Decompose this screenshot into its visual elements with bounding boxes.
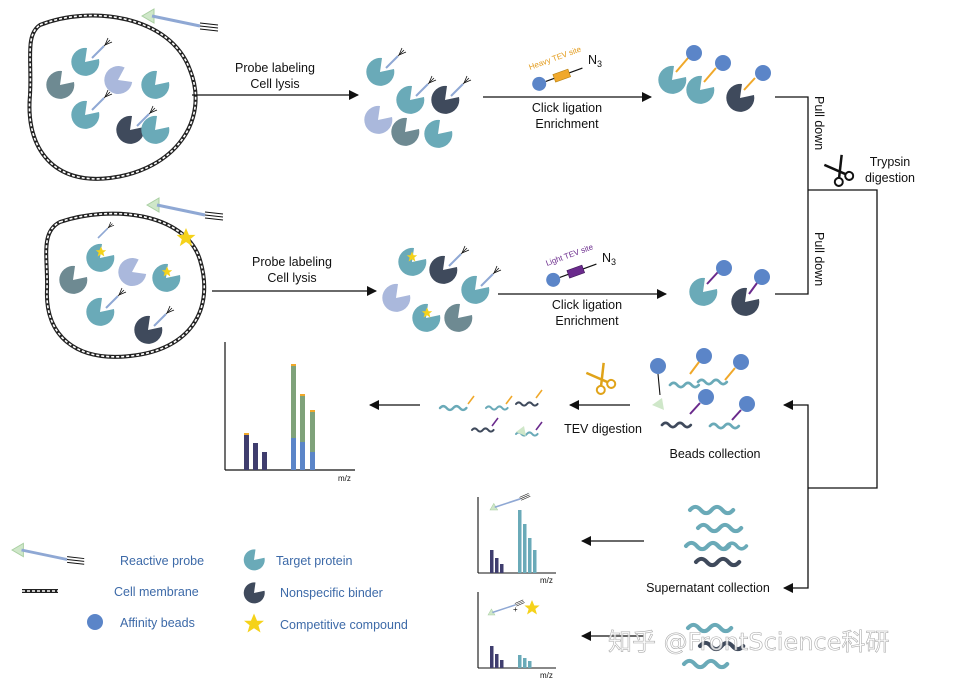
azide-light: N3 — [602, 251, 616, 267]
pull-down-label-top: Pull down — [812, 96, 826, 150]
legend-target-protein: Target protein — [276, 554, 352, 568]
step-beads-collection: Beads collection — [669, 447, 760, 461]
ms-plus-sign: + — [513, 605, 518, 614]
cell-bottom — [44, 211, 207, 359]
pull-down-label-bottom: Pull down — [812, 232, 826, 286]
step-supernatant-collection: Supernatant collection — [646, 581, 770, 595]
heavy-tev-site-label: Heavy TEV site — [528, 44, 583, 71]
step-digestion: digestion — [865, 171, 915, 185]
supernatant-peptides — [686, 507, 749, 565]
step-probe-labeling-bottom: Probe labeling — [252, 255, 332, 269]
enriched-bottom — [689, 260, 770, 316]
cell-top — [27, 13, 198, 181]
legend-target-protein-icon — [243, 549, 265, 571]
ms-axis-label-main: m/z — [338, 474, 351, 483]
azide-heavy: N3 — [588, 53, 602, 69]
heavy-tag — [532, 67, 583, 91]
legend-affinity-beads: Affinity beads — [120, 616, 195, 630]
legend-competitive-compound-icon — [244, 613, 264, 633]
legend-nonspecific-binder-icon — [243, 582, 265, 604]
ms-spectrum-competition — [477, 592, 556, 669]
legend-affinity-beads-icon — [87, 614, 103, 630]
scissors-icon-tev — [585, 361, 618, 397]
beads-collection-cluster — [650, 348, 755, 430]
step-probe-labeling-top: Probe labeling — [235, 61, 315, 75]
step-cell-lysis-top: Cell lysis — [250, 77, 299, 91]
legend-reactive-probe-icon — [10, 541, 86, 566]
step-tev-digestion: TEV digestion — [564, 422, 642, 436]
step-cell-lysis-bottom: Cell lysis — [267, 271, 316, 285]
legend: Reactive probe Cell membrane Affinity be… — [10, 541, 408, 633]
released-peptides — [438, 389, 543, 437]
legend-nonspecific-binder: Nonspecific binder — [280, 586, 383, 600]
step-click-ligation-bottom: Click ligation — [552, 298, 622, 312]
step-trypsin: Trypsin — [870, 155, 911, 169]
legend-reactive-probe: Reactive probe — [120, 554, 204, 568]
step-enrichment-top: Enrichment — [535, 117, 599, 131]
legend-cell-membrane: Cell membrane — [114, 585, 199, 599]
scissors-icon-trypsin — [823, 153, 856, 189]
light-tev-site-label: Light TEV site — [545, 242, 595, 268]
ms-spectrum-probe — [477, 484, 556, 574]
ms-spectrum-main — [224, 342, 355, 471]
ms-axis-label-probe: m/z — [540, 576, 553, 585]
step-click-ligation-top: Click ligation — [532, 101, 602, 115]
legend-competitive-compound: Competitive compound — [280, 618, 408, 632]
lysate-bottom — [382, 245, 502, 332]
light-tag — [546, 263, 597, 287]
ms-axis-label-competition: m/z — [540, 671, 553, 680]
enriched-top — [658, 45, 771, 112]
lysate-top — [364, 47, 472, 148]
step-enrichment-bottom: Enrichment — [555, 314, 619, 328]
reactive-probe-icon-bottom — [145, 196, 225, 222]
watermark: 知乎 @FrontScience科研 — [608, 628, 889, 656]
pull-down-connector — [775, 96, 878, 593]
